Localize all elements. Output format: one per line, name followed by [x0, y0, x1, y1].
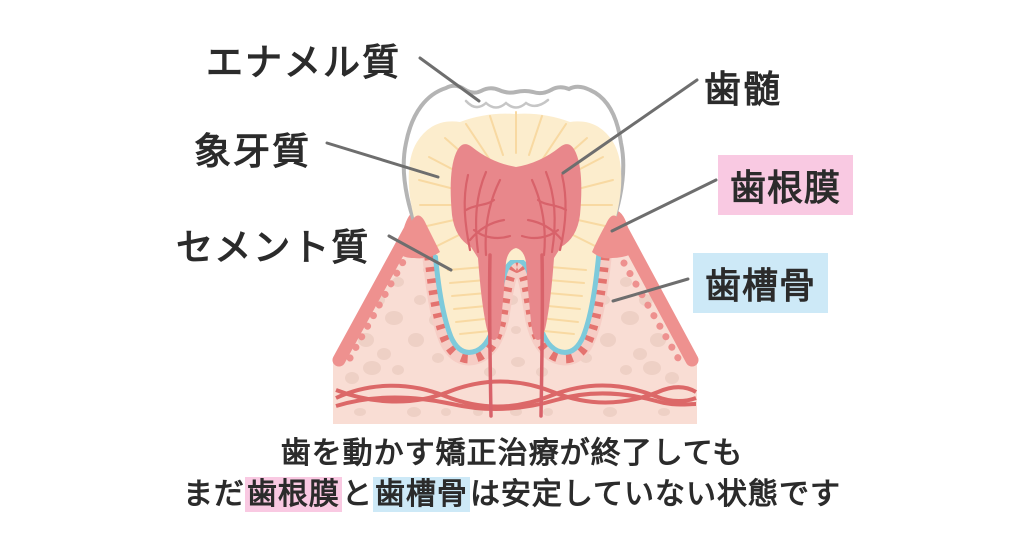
label-enamel: エナメル質 [206, 42, 401, 83]
root-canal-line [487, 253, 493, 418]
leader-line-alveolar-bone [611, 277, 690, 303]
bone-edge-serration [608, 238, 682, 362]
bone-edge-serration [346, 238, 418, 362]
caption-line1: 歯を動かす矯正治療が終了しても [280, 437, 744, 470]
enamel-inner-wave [464, 98, 550, 109]
leader-line-dentin [325, 141, 440, 179]
caption-highlight-periodontal-ligament: 歯根膜 [244, 477, 342, 512]
pulp-shape [450, 144, 582, 418]
leader-line-cementum [387, 234, 453, 272]
caption-line2: まだ歯根膜と歯槽骨は安定していない状態です [0, 474, 1024, 515]
leader-line-periodontal-ligament [610, 178, 718, 233]
pulp-vessels [463, 170, 568, 257]
blood-vessels [335, 379, 698, 411]
leader-line-pulp [561, 78, 699, 175]
label-dentin: 象牙質 [194, 131, 311, 172]
caption-line2-mid: と [341, 478, 373, 511]
root-dentin-shape [433, 232, 601, 353]
label-alveolar-bone: 歯槽骨 [693, 253, 829, 313]
label-pulp: 歯髄 [704, 69, 782, 110]
root-canal-line [539, 253, 545, 418]
leader-lines [325, 56, 718, 303]
caption-line2-prefix: まだ [182, 478, 245, 511]
caption-line2-suffix: は安定していない状態です [469, 478, 842, 511]
caption-highlight-alveolar-bone: 歯槽骨 [372, 477, 470, 512]
label-periodontal-ligament: 歯根膜 [718, 155, 854, 215]
leader-line-enamel [418, 56, 481, 103]
label-cementum: セメント質 [176, 227, 371, 268]
caption: 歯を動かす矯正治療が終了しても まだ歯根膜と歯槽骨は安定していない状態です [0, 433, 1024, 515]
